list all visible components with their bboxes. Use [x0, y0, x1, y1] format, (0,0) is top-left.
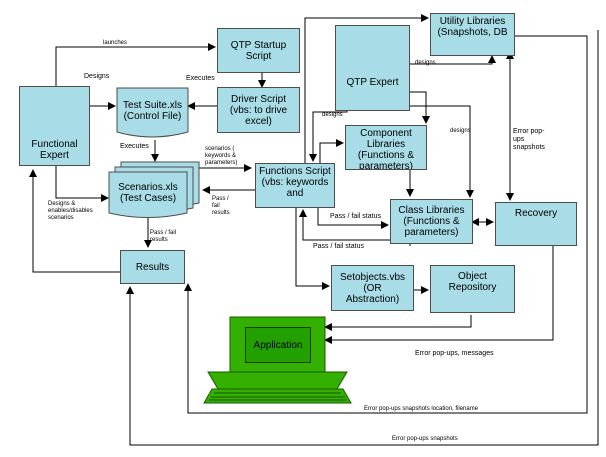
launches-label: launches	[103, 40, 128, 46]
setobjects-node: Setobjects.vbs (OR Abstraction)	[331, 265, 414, 311]
functions-class-arrow	[317, 208, 389, 229]
utility-libraries-node: Utility Libraries (Snapshots, DB	[430, 13, 515, 56]
test-suite-node: Test Suite.xls (Control File)	[119, 90, 186, 132]
test-suite-label: Test Suite.xls (Control File)	[123, 100, 182, 122]
error-messages-label: Error pop-ups, messages	[415, 350, 494, 357]
recovery-application-arrow	[324, 246, 554, 344]
qtp-startup-node: QTP Startup Script	[217, 28, 300, 73]
functional-expert-node: Functional Expert	[19, 86, 90, 166]
application-label: Application	[253, 339, 303, 351]
qtp-startup-label: QTP Startup Script	[230, 39, 287, 62]
class-libraries-node: Class Libraries (Functions & parameters)	[390, 199, 473, 244]
qtp-class-arrow	[406, 105, 474, 198]
executes-left-label: Executes	[120, 143, 149, 150]
driver-script-label: Driver Script (vbs: to drive excel)	[229, 93, 288, 127]
functions-setobjects-arrow	[295, 208, 330, 290]
qtp-component-arrow	[405, 91, 430, 124]
object-repository-label: Object Repository	[448, 271, 497, 293]
functions-script-label: Functions Script (vbs: keywords and	[259, 166, 331, 199]
component-libraries-label: Component Libraries (Functions & paramet…	[357, 128, 415, 170]
scenarios-keywords-label: scenarios ( keywords & parameters)	[205, 146, 238, 166]
designs-enables-label: Designs & enables/disables scenarios	[48, 201, 93, 221]
functions-utility-arrow	[304, 14, 429, 163]
application-node: Application	[245, 327, 311, 363]
test-suite-document	[116, 87, 189, 138]
error-snapshots-right-label: Error pop-ups snapshots	[513, 128, 545, 151]
designs-left-label: Designs	[84, 73, 110, 80]
class-libraries-label: Class Libraries (Functions & parameters)	[398, 205, 465, 238]
recovery-node: Recovery	[495, 202, 577, 246]
designs-qtp-utility-label: designs	[415, 60, 436, 66]
designs-scenarios-arrow	[55, 166, 109, 202]
functional-expert-label: Functional Expert	[31, 139, 78, 161]
results-label: Results	[135, 261, 170, 273]
component-libraries-node: Component Libraries (Functions & paramet…	[345, 125, 427, 170]
error-location-label: Error pop-ups snapshots location, filena…	[364, 406, 479, 412]
qtp-utility-arrow	[410, 55, 496, 65]
launches-arrow	[55, 43, 216, 86]
functions-component-arrow	[319, 139, 344, 163]
qtp-expert-node: QTP Expert	[335, 25, 410, 111]
designs-qtp-class-label: designs	[450, 128, 471, 134]
setobjects-label: Setobjects.vbs (OR Abstraction)	[339, 271, 406, 305]
utility-results-arrow	[184, 35, 588, 414]
scenarios-document-stack	[108, 161, 200, 218]
scenarios-node: Scenarios.xls (Test Cases)	[111, 174, 185, 212]
results-feedback-arrow	[29, 169, 120, 273]
functions-script-node: Functions Script (vbs: keywords and	[255, 163, 335, 208]
pass-fail-status-2-label: Pass / fail status	[313, 243, 364, 250]
executes-top-label: Executes	[186, 75, 215, 82]
results-node: Results	[120, 250, 185, 284]
pass-fail-results-down-label: Pass / fail results	[150, 230, 177, 243]
repository-application-arrow	[324, 315, 472, 331]
utility-libraries-label: Utility Libraries (Snapshots, DB	[437, 16, 508, 38]
pass-fail-status-1-label: Pass / fail status	[330, 213, 381, 220]
scenarios-label: Scenarios.xls (Test Cases)	[118, 182, 178, 204]
recovery-label: Recovery	[514, 208, 558, 219]
qtp-expert-label: QTP Expert	[346, 77, 399, 88]
snapshots-results-arrow	[126, 30, 599, 446]
designs-qtp-functions-label: designs	[322, 112, 343, 118]
pass-fail-results-left-label: Pass / fail results	[212, 196, 230, 216]
object-repository-node: Object Repository	[430, 265, 515, 313]
error-snapshots-bottom-label: Error pop-ups snapshots	[392, 436, 458, 442]
qtp-functions-arrow	[309, 110, 348, 162]
driver-script-node: Driver Script (vbs: to drive excel)	[217, 87, 300, 133]
